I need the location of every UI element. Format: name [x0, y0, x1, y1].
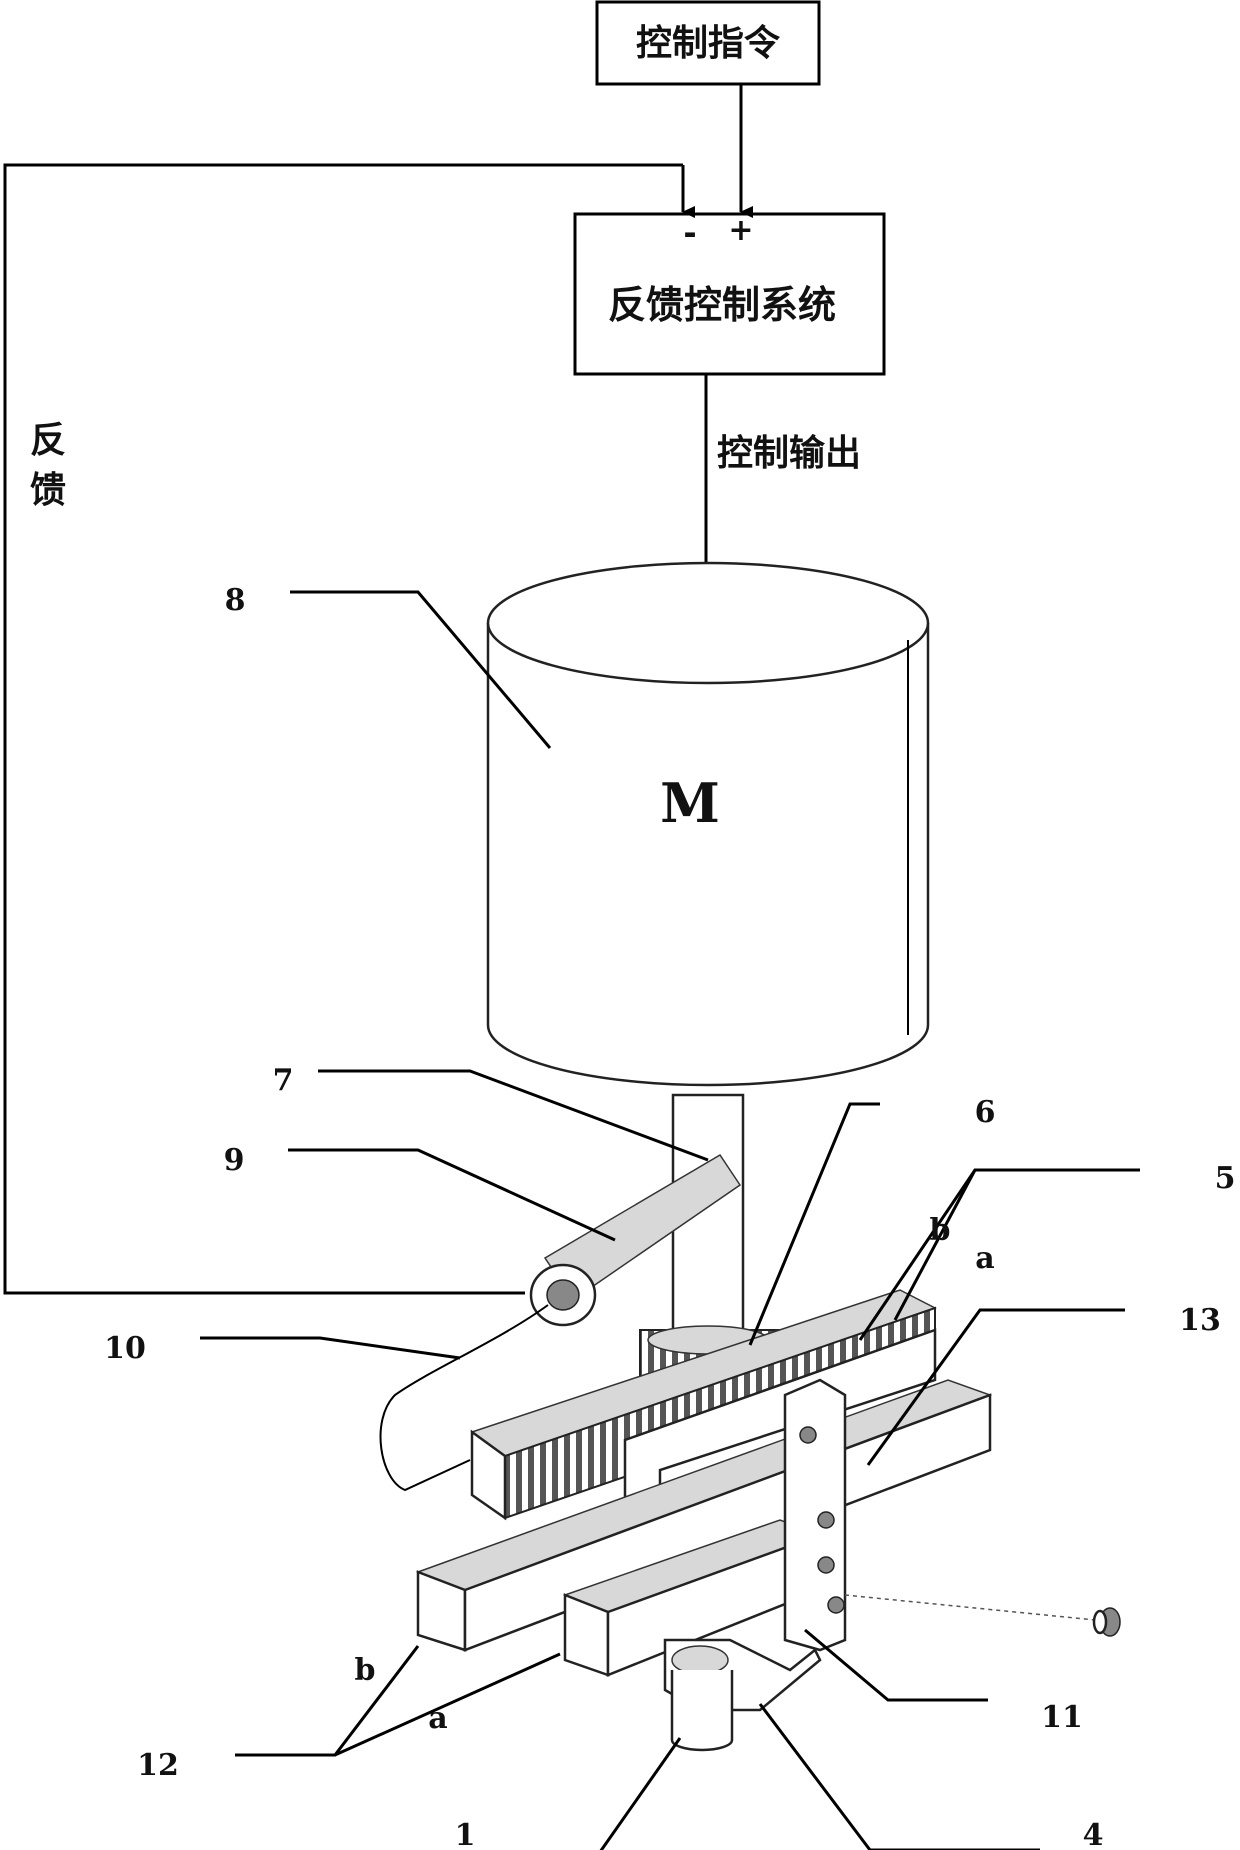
label-13: 13	[1179, 1303, 1221, 1338]
screw	[1094, 1608, 1120, 1636]
command-label: 控制指令	[636, 23, 781, 64]
mounting-bracket	[785, 1380, 845, 1650]
controller-label: 反馈控制系统	[608, 283, 836, 327]
label-11: 11	[1041, 1700, 1083, 1735]
leader-4	[760, 1704, 1040, 1850]
leader-7	[318, 1071, 708, 1160]
feedback-char-1: 反	[30, 420, 66, 461]
label-b-top: b	[930, 1213, 951, 1248]
label-b-bottom: b	[355, 1653, 376, 1688]
label-5: 5	[1215, 1161, 1236, 1196]
label-10: 10	[104, 1331, 146, 1366]
label-8: 8	[225, 583, 246, 618]
leader-10	[200, 1338, 460, 1358]
motor-label: M	[660, 771, 720, 835]
label-4: 4	[1083, 1818, 1104, 1850]
label-a-top: a	[975, 1241, 994, 1276]
leader-1	[460, 1738, 680, 1850]
screw-axis	[845, 1595, 1095, 1620]
label-9: 9	[224, 1143, 245, 1178]
leader-12a	[235, 1646, 418, 1755]
label-a-bottom: a	[428, 1701, 447, 1736]
leader-9	[288, 1150, 615, 1240]
minus-sign: -	[683, 214, 696, 252]
feedback-char-2: 馈	[30, 470, 66, 511]
control-output-label: 控制输出	[717, 433, 861, 474]
label-1: 1	[455, 1818, 476, 1850]
label-7: 7	[273, 1063, 294, 1098]
pin	[672, 1670, 732, 1750]
motor: M	[488, 563, 928, 1085]
label-12: 12	[137, 1748, 179, 1783]
label-6: 6	[975, 1095, 996, 1130]
plus-sign: +	[728, 213, 753, 248]
